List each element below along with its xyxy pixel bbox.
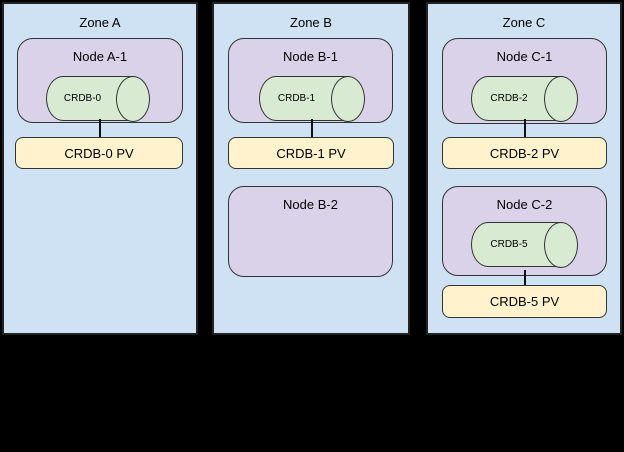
crdb-0-pv-label: CRDB-0 PV — [64, 145, 134, 161]
connector-crdb-1-to-pv — [311, 119, 313, 138]
node-b-1: Node B-1 CRDB-1 — [228, 38, 393, 123]
node-a-1: Node A-1 CRDB-0 — [17, 38, 183, 123]
crdb-2-pod-label: CRDB-2 — [490, 93, 528, 104]
connector-crdb-0-to-pv — [99, 119, 101, 138]
crdb-1-pod-label: CRDB-1 — [277, 93, 316, 104]
node-b-2: Node B-2 — [228, 186, 393, 277]
crdb-5-pv: CRDB-5 PV — [442, 285, 607, 318]
node-b-1-label: Node B-1 — [283, 49, 338, 64]
node-c-1: Node C-1 CRDB-2 — [442, 38, 607, 124]
crdb-2-pv-label: CRDB-2 PV — [489, 145, 560, 161]
connector-crdb-5-to-pv — [524, 270, 526, 286]
node-b-2-label: Node B-2 — [283, 197, 338, 212]
crdb-5-pv-label: CRDB-5 PV — [489, 294, 560, 309]
zone-a-label: Zone A — [79, 15, 121, 30]
zone-c: Zone C Node C-1 CRDB-2 CRDB-2 PV Node C-… — [426, 2, 622, 335]
zone-a: Zone A Node A-1 CRDB-0 CRDB-0 PV — [2, 2, 198, 335]
crdb-1-pv: CRDB-1 PV — [228, 137, 394, 169]
crdb-0-pod-cylinder: CRDB-0 — [46, 75, 150, 122]
node-c-2-label: Node C-2 — [496, 197, 553, 212]
node-c-1-label: Node C-1 — [496, 49, 553, 64]
crdb-1-pod-cylinder: CRDB-1 — [259, 75, 365, 122]
zone-b: Zone B Node B-1 CRDB-1 CRDB-1 PV Node B-… — [212, 2, 410, 335]
crdb-5-pod-label: CRDB-5 — [490, 239, 528, 250]
zone-b-label: Zone B — [290, 15, 332, 30]
crdb-1-pv-label: CRDB-1 PV — [276, 145, 346, 161]
crdb-5-pod-cylinder: CRDB-5 — [471, 221, 578, 268]
node-c-2: Node C-2 CRDB-5 — [442, 186, 607, 276]
node-a-1-label: Node A-1 — [72, 49, 128, 64]
crdb-0-pv: CRDB-0 PV — [15, 137, 183, 169]
zone-c-label: Zone C — [502, 15, 546, 30]
crdb-0-pod-label: CRDB-0 — [63, 93, 102, 104]
crdb-2-pod-cylinder: CRDB-2 — [471, 75, 578, 122]
connector-crdb-2-to-pv — [524, 119, 526, 138]
crdb-2-pv: CRDB-2 PV — [442, 137, 607, 169]
